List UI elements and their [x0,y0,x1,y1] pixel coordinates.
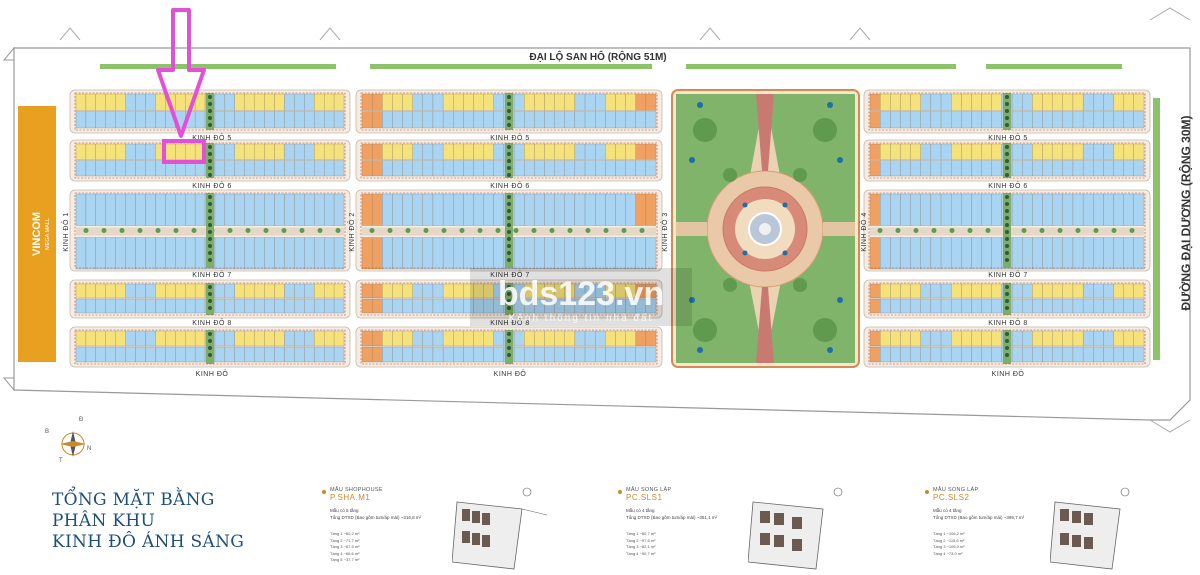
lot-blocks [69,89,1151,368]
model-total: Tổng DTXD (Bao gồm tum/áp mái) ~399,7 m² [933,515,1025,520]
street-kd-a: KINH ĐÔ [196,369,229,378]
model-card-1: MẪU SHOPHOUSE P.SHA.M1 Mẫu có 5 tầng Tổn… [322,487,602,572]
street-kd8-b: KINH ĐÔ 8 [490,318,530,327]
model-category: MẪU SHOPHOUSE [330,487,383,493]
model-floor: Tầng 1 ~106,2 m² [933,531,965,536]
model-floors: Tầng 1 ~106,2 m² Tầng 2 ~115,6 m² Tầng 3… [933,531,965,557]
street-kd8-c: KINH ĐÔ 8 [988,318,1028,327]
highlight-arrow [156,8,206,164]
right-road-label: ĐƯỜNG ĐẠI DƯƠNG (RỘNG 30M) [1178,115,1193,310]
compass-north: N [87,446,92,452]
compass-west: T [59,458,63,464]
street-kd8-a: KINH ĐÔ 8 [192,318,232,327]
street-kd1: KINH ĐÔ 1 [61,212,70,252]
model-category: MẪU SONG LẬP [933,487,979,493]
street-kd5-c: KINH ĐÔ 5 [988,133,1028,142]
model-card-2: MẪU SONG LẬP PC.SLS1 Mẫu có 4 tầng Tổng … [618,487,898,572]
plan-title: TỔNG MẶT BẰNG PHÂN KHU KINH ĐÔ ÁNH SÁNG [52,490,352,553]
street-kd6-b: KINH ĐÔ 6 [490,181,530,190]
model-floor: Tầng 3 ~82,1 m² [626,544,656,549]
plan-title-line2: PHÂN KHU [52,511,156,531]
compass-south: B [45,429,50,435]
street-kd5-b: KINH ĐÔ 5 [490,133,530,142]
model-site-plan-icon [452,487,548,570]
model-floor: Tầng 1 ~80,7 m² [626,531,656,536]
model-floors: Tầng 1 ~80,7 m² Tầng 2 ~97,6 m² Tầng 3 ~… [626,531,655,557]
street-kd5-a: KINH ĐÔ 5 [192,133,232,142]
street-kd6-c: KINH ĐÔ 6 [988,181,1028,190]
model-category: MẪU SONG LẬP [626,487,672,493]
street-labels: KINH ĐÔ 5 KINH ĐÔ 5 KINH ĐÔ 5 KINH ĐÔ 6 … [61,133,1028,378]
model-bullet-icon [322,490,326,494]
watermark-sub: Kênh thông tin nhà đất [509,312,654,324]
model-desc: Mẫu có 4 tầng [933,508,962,513]
vincom-mega-mall [18,106,56,362]
compass: Đ B N T [45,417,100,470]
model-code: P.SHA.M1 [330,493,371,502]
model-floor: Tầng 4 ~73,0 m² [933,550,963,556]
mall-sub: MEGA MALL [45,218,51,250]
street-kd-c: KINH ĐÔ [992,369,1025,378]
plan-title-line1: TỔNG MẶT BẰNG [52,490,215,510]
model-floor: Tầng 1 ~60,2 m² [330,531,360,536]
top-road-label: ĐẠI LỘ SAN HÔ (RỘNG 51M) [529,50,666,63]
street-kd7-b: KINH ĐÔ 7 [490,270,530,279]
street-kd4: KINH ĐÔ 4 [859,212,868,252]
central-park [671,89,860,368]
model-card-3: MẪU SONG LẬP PC.SLS2 Mẫu có 4 tầng Tổng … [925,487,1200,572]
model-site-plan-icon [1050,487,1130,570]
watermark-box [470,268,692,326]
model-code: PC.SLS1 [626,493,663,502]
street-kd7-a: KINH ĐÔ 7 [192,270,232,279]
top-road-arrows [59,7,1191,433]
plan-title-line3: KINH ĐÔ ÁNH SÁNG [52,532,245,552]
model-bullet-icon [618,490,622,494]
model-code: PC.SLS2 [933,493,970,502]
model-floor: Tầng 4 ~66,6 m² [330,550,360,556]
model-total: Tổng DTXD (Bao gồm tum/áp mái) ~316,8 m² [330,515,422,520]
compass-rose-icon [60,431,86,457]
street-kd3: KINH ĐÔ 3 [660,212,669,252]
street-kd6-a: KINH ĐÔ 6 [192,181,232,190]
street-kd2: KINH ĐÔ 2 [347,212,356,252]
model-floors: Tầng 1 ~60,2 m² Tầng 2 ~71,7 m² Tầng 3 ~… [330,531,359,564]
model-floor: Tầng 2 ~115,6 m² [933,537,965,543]
model-floor: Tầng 3 ~67,5 m² [330,544,360,549]
watermark-main: bds123.vn [498,275,664,313]
street-kd-b: KINH ĐÔ [494,369,527,378]
model-floor: Tầng 2 ~97,6 m² [626,537,656,543]
model-bullet-icon [925,490,929,494]
model-desc: Mẫu có 4 tầng [626,508,655,513]
model-floor: Tầng 2 ~71,7 m² [330,537,360,543]
model-floor: Tầng 5 ~37,7 m² [330,557,360,562]
green-strips [100,64,1160,360]
compass-east: Đ [79,417,84,423]
model-floor: Tầng 4 ~90,7 m² [626,550,656,556]
model-site-plan-icon [748,487,843,570]
model-desc: Mẫu có 5 tầng [330,508,359,513]
street-kd7-c: KINH ĐÔ 7 [988,270,1028,279]
left-arrow [2,46,15,392]
model-floor: Tầng 3 ~105,0 m² [933,544,965,549]
model-total: Tổng DTXD (Bao gồm tum/áp mái) ~351,1 m² [626,515,718,520]
mall-name: VINCOM [31,212,43,256]
